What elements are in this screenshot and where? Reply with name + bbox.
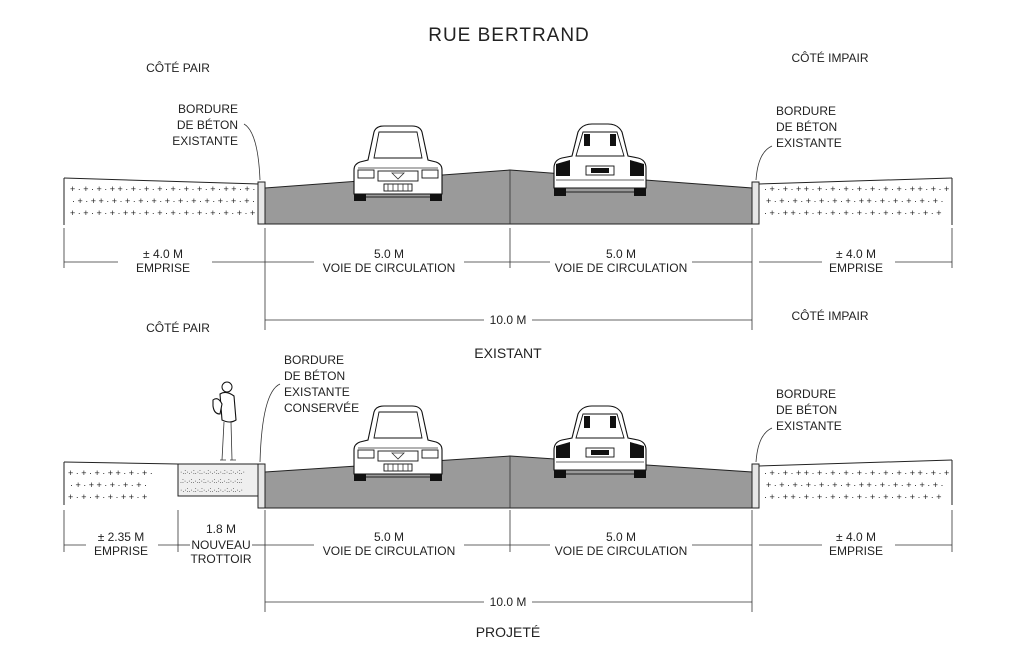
leader-line xyxy=(755,427,773,463)
car-rear-icon xyxy=(553,123,647,197)
dimension-label: EMPRISE xyxy=(829,544,883,558)
section-caption: EXISTANT xyxy=(474,345,542,361)
svg-text:·.·:.·.:·.:·.·:.·.:·.·:.·:.·.·: ·.·:.·.:·.:·.·:.·.:·.·:.·:.·.· xyxy=(180,487,243,494)
concrete-curb-right xyxy=(751,181,760,225)
svg-text:· + · + + · + · + · + ·: · + · + + · + · + · + · xyxy=(70,480,147,490)
soil-hatch-left: + · + · + · + + · + · + · + · + · + · + … xyxy=(70,184,263,218)
dimension-value: ± 4.0 M xyxy=(143,247,183,261)
svg-text:EXISTANTE: EXISTANTE xyxy=(284,385,350,399)
page-title: RUE BERTRAND xyxy=(428,25,590,46)
svg-text:DE BÉTON: DE BÉTON xyxy=(177,117,238,132)
dimension-value: 5.0 M xyxy=(606,530,636,544)
leader-line xyxy=(243,123,261,181)
dimension-label: NOUVEAU xyxy=(191,538,250,552)
svg-text:+ · + · + · + + · + · + ·: + · + · + · + + · + · + · xyxy=(68,468,153,478)
dimension-value: 1.8 M xyxy=(206,522,236,536)
new-sidewalk xyxy=(177,463,259,497)
side-label-right: CÔTÉ IMPAIR xyxy=(791,308,868,323)
svg-text:+ · + · + · + · + + · + · + ·: + · + · + · + · + + · + · + · + · + · + … xyxy=(70,208,255,218)
soil-hatch-right: · + · + · + + · + · + · + · + · + · + · … xyxy=(764,468,949,502)
concrete-curb-right xyxy=(751,463,760,509)
svg-text:CONSERVÉE: CONSERVÉE xyxy=(284,400,359,415)
svg-text:EXISTANTE: EXISTANTE xyxy=(776,136,842,150)
leader-line xyxy=(755,145,773,181)
side-label-left: CÔTÉ PAIR xyxy=(146,60,210,75)
svg-text:BORDURE: BORDURE xyxy=(178,102,238,116)
ground-line-left xyxy=(63,461,179,465)
svg-text:· + · + + · + · + · + · + · +: · + · + + · + · + · + · + · + · + · + · … xyxy=(764,208,942,218)
svg-text:+ · + · + · + · + · + · + · +: + · + · + · + · + · + · + · + + · + · + … xyxy=(766,480,944,490)
svg-text:DE BÉTON: DE BÉTON xyxy=(776,119,837,134)
dimension-label: EMPRISE xyxy=(94,544,148,558)
dimension-label: EMPRISE xyxy=(829,261,883,275)
svg-text:EXISTANTE: EXISTANTE xyxy=(172,134,238,148)
section-existant: CÔTÉ PAIR CÔTÉ IMPAIR BORDURE DE BÉTON E… xyxy=(63,50,953,361)
pedestrian-icon xyxy=(212,381,237,461)
dimension-row: ± 2.35 M EMPRISE 1.8 M NOUVEAU TROTTOIR … xyxy=(63,510,953,612)
dimension-value: 5.0 M xyxy=(374,247,404,261)
dimension-value: ± 4.0 M xyxy=(836,530,876,544)
svg-text:·.:·.·:.·:.·.:·.·:.·.:·.:·.·:.: ·.:·.·:.·:.·.:·.·:.·.:·.:·.·:.· xyxy=(180,469,245,476)
section-projete: CÔTÉ PAIR CÔTÉ IMPAIR BORDURE DE BÉTON E… xyxy=(63,308,953,640)
ground-line-left xyxy=(63,177,259,185)
svg-text:· + · + · + + · + · + · + · +: · + · + · + + · + · + · + · + · + · + · … xyxy=(764,184,949,194)
svg-text:.:·.·:.·.:·:.·.·:.·:.·.:·.·:.:: .:·.·:.·.:·:.·.·:.·:.·.:·.·:.: xyxy=(180,478,242,485)
curb-note-right: BORDURE DE BÉTON EXISTANTE xyxy=(776,104,842,150)
svg-text:BORDURE: BORDURE xyxy=(284,353,344,367)
svg-text:DE BÉTON: DE BÉTON xyxy=(776,402,837,417)
roadway xyxy=(264,169,753,225)
total-width: 10.0 M xyxy=(490,313,527,327)
dimension-label: TROTTOIR xyxy=(190,552,251,566)
curb-note-left: BORDURE DE BÉTON EXISTANTE CONSERVÉE xyxy=(284,353,359,415)
dimension-label: VOIE DE CIRCULATION xyxy=(323,544,455,558)
concrete-curb-left xyxy=(257,181,266,225)
dimension-value: 5.0 M xyxy=(374,530,404,544)
svg-text:· + · + + · + · + · + · + · +: · + · + + · + · + · + · + · + · + · + · … xyxy=(764,492,942,502)
ground-line-right xyxy=(758,459,953,467)
dimension-label: VOIE DE CIRCULATION xyxy=(323,261,455,275)
dimension-row: ± 4.0 M EMPRISE 5.0 M VOIE DE CIRCULATIO… xyxy=(63,228,953,330)
dimension-label: VOIE DE CIRCULATION xyxy=(555,261,687,275)
dimension-label: VOIE DE CIRCULATION xyxy=(555,544,687,558)
svg-text:· + · + · + + · + · + · + · +: · + · + · + + · + · + · + · + · + · + · … xyxy=(764,468,949,478)
section-caption: PROJETÉ xyxy=(476,624,541,640)
svg-text:DE BÉTON: DE BÉTON xyxy=(284,368,345,383)
total-width: 10.0 M xyxy=(490,595,527,609)
soil-hatch-left: + · + · + · + + · + · + · · + · + + · + … xyxy=(68,468,153,502)
svg-text:EXISTANTE: EXISTANTE xyxy=(776,419,842,433)
svg-text:BORDURE: BORDURE xyxy=(776,387,836,401)
svg-text:+ · + · + · + · + + · +: + · + · + · + · + + · + xyxy=(68,492,147,502)
curb-note-left: BORDURE DE BÉTON EXISTANTE xyxy=(172,102,238,148)
leader-line xyxy=(259,383,281,463)
curb-note-right: BORDURE DE BÉTON EXISTANTE xyxy=(776,387,842,433)
dimension-label: EMPRISE xyxy=(136,261,190,275)
dimension-value: 5.0 M xyxy=(606,247,636,261)
roadway xyxy=(264,455,753,509)
dimension-value: ± 4.0 M xyxy=(836,247,876,261)
car-front-icon xyxy=(353,125,443,202)
soil-hatch-right: · + · + · + + · + · + · + · + · + · + · … xyxy=(764,184,949,218)
svg-text:+ · + · + · + · + · + · + · +: + · + · + · + · + · + · + · + + · + · + … xyxy=(766,196,944,206)
side-label-right: CÔTÉ IMPAIR xyxy=(791,50,868,65)
svg-text:+ · + · + · + + · + · + · + ·: + · + · + · + + · + · + · + · + · + · + … xyxy=(70,184,263,194)
concrete-curb-left xyxy=(257,463,266,509)
dimension-value: ± 2.35 M xyxy=(98,530,145,544)
car-rear-icon xyxy=(553,405,647,479)
ground-line-right xyxy=(758,177,953,185)
car-front-icon xyxy=(353,405,443,482)
side-label-left: CÔTÉ PAIR xyxy=(146,320,210,335)
svg-text:BORDURE: BORDURE xyxy=(776,104,836,118)
svg-text:· + · + + · + · + · + · + · +: · + · + + · + · + · + · + · + · + · + · … xyxy=(72,196,255,206)
